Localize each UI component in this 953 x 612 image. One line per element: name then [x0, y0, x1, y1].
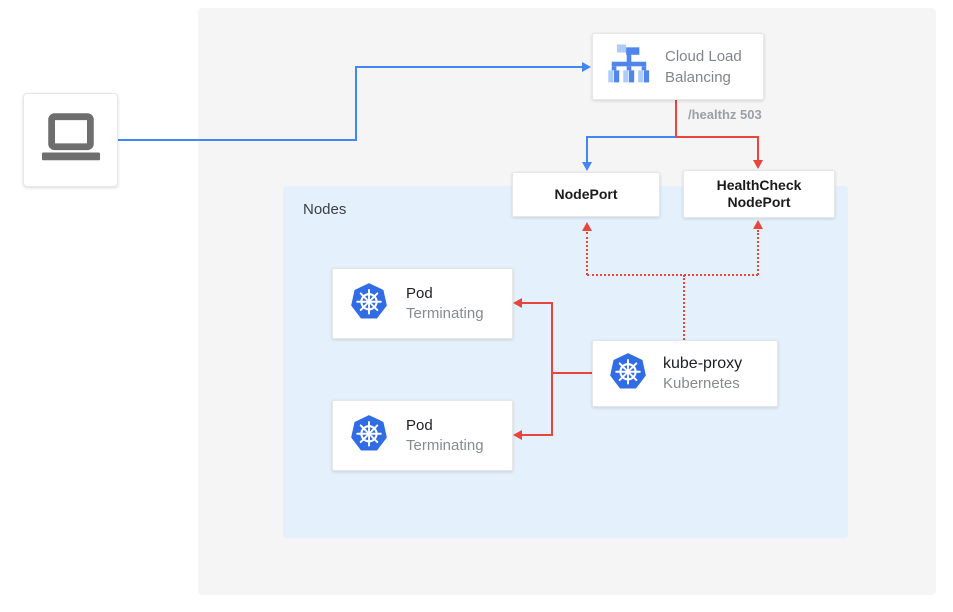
kubeproxy-branch-line [552, 372, 592, 374]
kube-proxy-title: kube-proxy [663, 354, 743, 372]
healthcheck-nodeport-node: HealthCheck NodePort [683, 170, 835, 218]
cloud-load-balancing-label: Cloud Load Balancing [665, 47, 742, 86]
kubernetes-icon [350, 282, 388, 325]
client-to-clb-line-seg2 [355, 66, 357, 141]
nodes-panel-label: Nodes [303, 201, 347, 218]
client-to-clb-arrowhead [582, 62, 591, 72]
nodeport-label: NodePort [554, 186, 618, 202]
kubeproxy-to-healthcheck-arrowhead [753, 220, 763, 229]
pod-1-node: Pod Terminating [332, 268, 513, 339]
pod-title: Pod [406, 284, 433, 302]
kubeproxy-to-pod1-arrowhead [513, 298, 522, 308]
pod-2-node: Pod Terminating [332, 400, 513, 471]
kubeproxy-pods-trunk-line [551, 302, 553, 436]
pod-text: Pod Terminating [406, 284, 484, 324]
clb-to-nodeport-line-v [586, 136, 588, 163]
kubernetes-icon [350, 414, 388, 457]
clb-to-healthcheck-line-h [675, 136, 759, 138]
client-to-clb-line-seg1 [118, 139, 357, 141]
kubeproxy-up-dotted-line [683, 275, 685, 340]
kube-proxy-subtitle: Kubernetes [663, 374, 740, 392]
kubernetes-icon [609, 352, 647, 395]
kubeproxy-to-pod2-arrowhead [513, 430, 522, 440]
clb-to-healthcheck-line-v [757, 136, 759, 161]
pod-status: Terminating [406, 436, 484, 454]
laptop-icon [40, 112, 102, 169]
kubeproxy-to-pod2-line [522, 434, 553, 436]
clb-down-line [675, 100, 677, 138]
cloud-load-balancing-icon [606, 44, 652, 89]
client-to-clb-line-seg3 [355, 66, 582, 68]
clb-to-nodeport-arrowhead [582, 162, 592, 171]
nodeport-node: NodePort [512, 172, 660, 217]
pod-status: Terminating [406, 304, 484, 322]
kubeproxy-to-nodeport-dotted-v [586, 232, 588, 275]
kubeproxy-to-pod1-line [522, 302, 553, 304]
kube-proxy-node: kube-proxy Kubernetes [592, 340, 778, 407]
kubeproxy-to-healthcheck-dotted-v [757, 230, 759, 275]
pod-text: Pod Terminating [406, 416, 484, 456]
kube-proxy-text: kube-proxy Kubernetes [663, 354, 742, 394]
clb-to-healthcheck-arrowhead [753, 160, 763, 169]
healthz-503-label: /healthz 503 [688, 107, 762, 122]
pod-title: Pod [406, 416, 433, 434]
cloud-load-balancing-node: Cloud Load Balancing [592, 33, 764, 100]
kubeproxy-dotted-line-h [587, 274, 758, 276]
healthcheck-nodeport-label: HealthCheck NodePort [716, 177, 802, 210]
client-node [23, 93, 118, 187]
clb-to-nodeport-line-h [586, 136, 676, 138]
kubeproxy-to-nodeport-arrowhead [582, 222, 592, 231]
